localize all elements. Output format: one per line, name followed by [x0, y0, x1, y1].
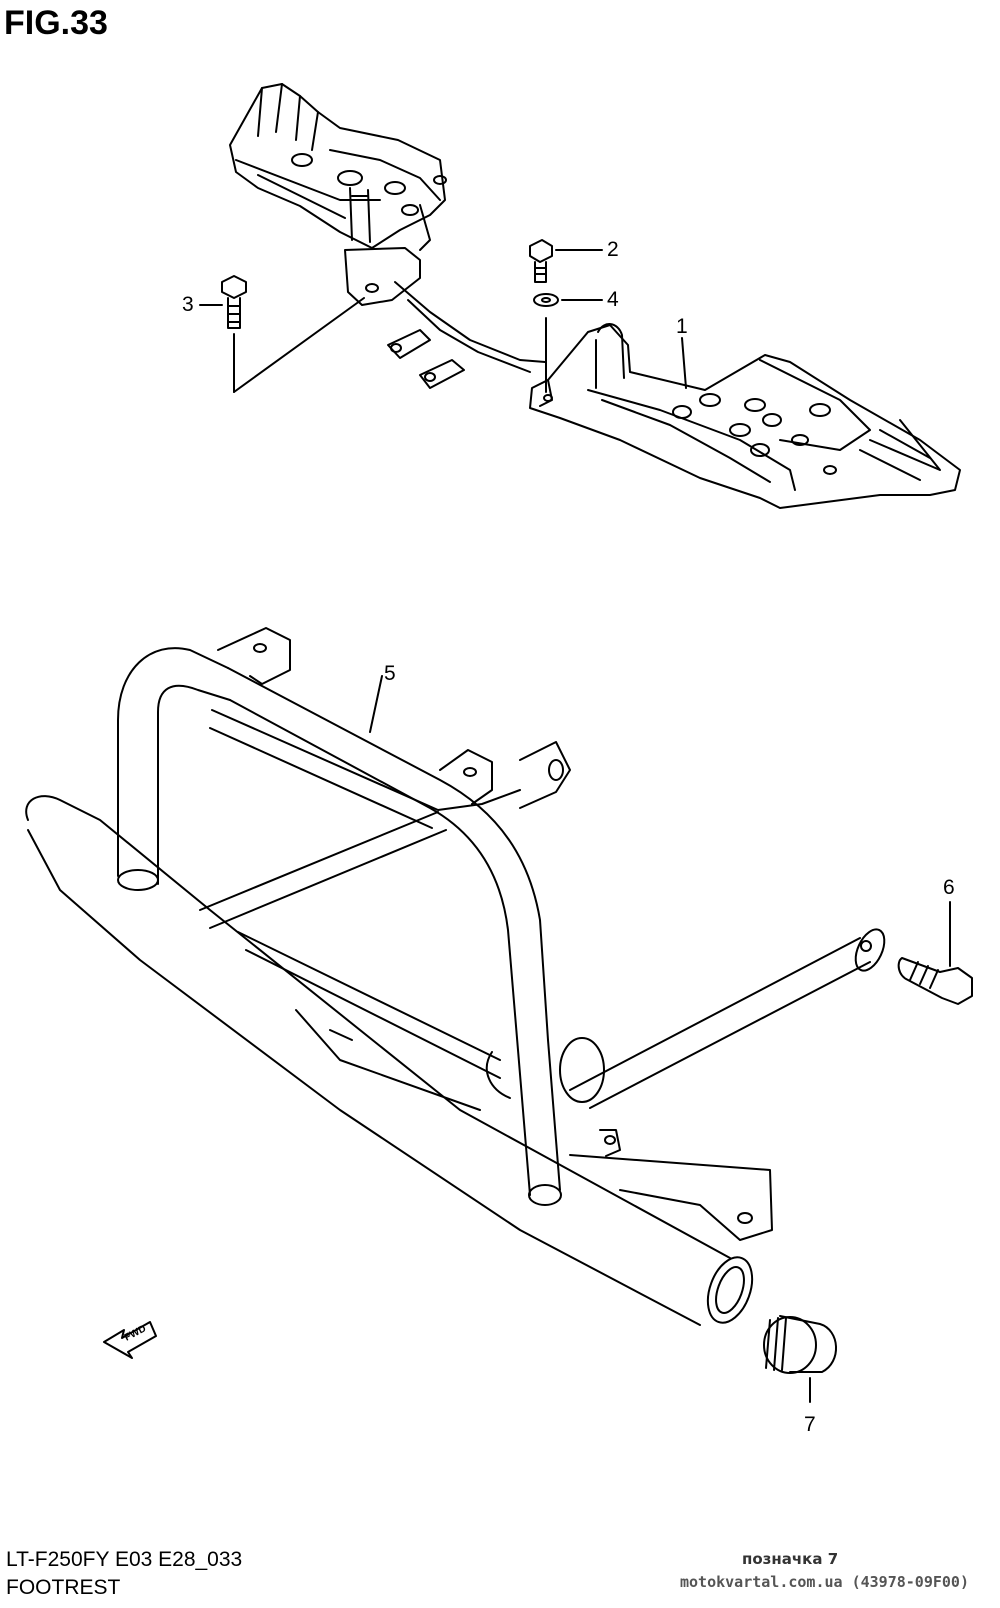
- washer-part-4: [533, 293, 603, 393]
- figure-title: FIG.33: [4, 4, 108, 42]
- callout-2: 2: [607, 238, 619, 261]
- footrest-assembly-part: [229, 83, 961, 509]
- callout-4: 4: [607, 288, 619, 311]
- watermark-site: motokvartal.com.ua (43978-09F00): [680, 1573, 969, 1591]
- model-code: LT-F250FY E03 E28_033: [6, 1548, 243, 1571]
- bolt-part-3: [199, 275, 365, 393]
- bolt-part-2: [529, 239, 603, 283]
- callout-6: 6: [943, 876, 955, 899]
- callout-1: 1: [676, 315, 688, 338]
- plug-part-7: [763, 1315, 837, 1403]
- callout-7: 7: [804, 1413, 816, 1436]
- callout-5: 5: [384, 662, 396, 685]
- bolt-part-6: [897, 901, 973, 1005]
- section-name: FOOTREST: [6, 1576, 121, 1599]
- watermark-label: позначка 7: [742, 1550, 839, 1568]
- bumper-guard-part: [25, 627, 886, 1326]
- leader-line-1: [681, 337, 687, 389]
- callout-3: 3: [182, 293, 194, 316]
- fwd-arrow-icon: [103, 1321, 157, 1359]
